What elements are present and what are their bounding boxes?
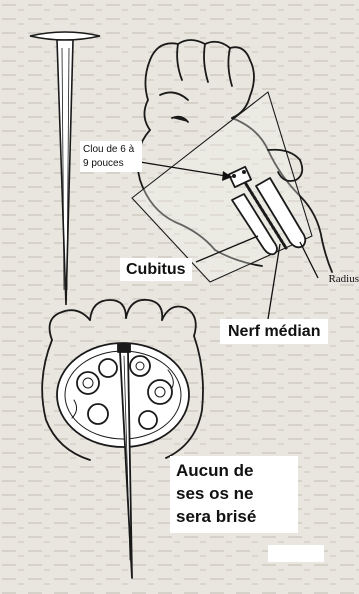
label-nerf-median: Nerf médian	[220, 319, 328, 344]
label-os-line-1: Aucun de	[176, 460, 292, 483]
label-os-line-2: ses os ne	[176, 483, 292, 506]
blank-white-box	[268, 545, 324, 562]
label-clou: Clou de 6 à 9 pouces	[80, 141, 142, 172]
label-radius: Radius	[328, 273, 359, 286]
label-cubitus: Cubitus	[120, 258, 192, 281]
label-no-bone-broken: Aucun de ses os ne sera brisé	[170, 456, 298, 533]
label-os-line-3: sera brisé	[176, 506, 292, 529]
